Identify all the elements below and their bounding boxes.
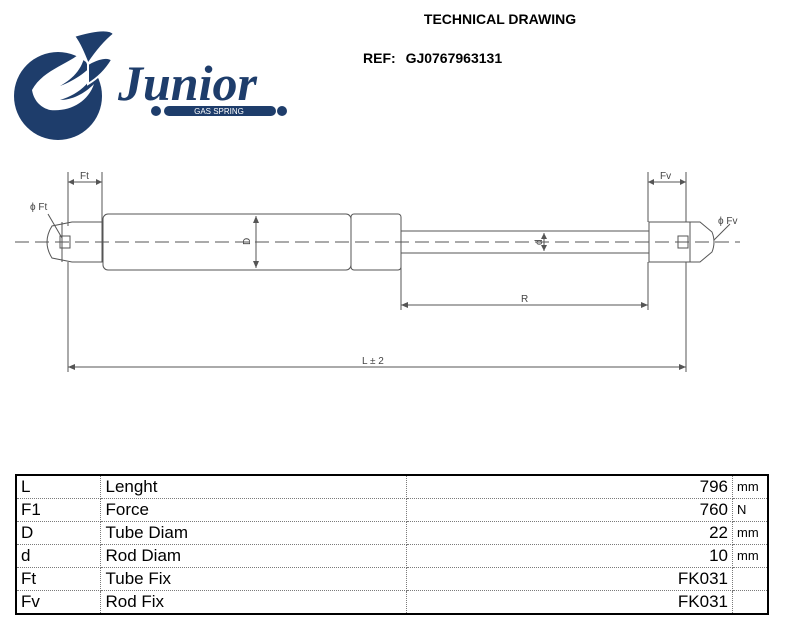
logo-rod-bar bbox=[164, 106, 276, 116]
tube-fitting-pin bbox=[59, 235, 71, 249]
spec-code: d bbox=[15, 544, 102, 568]
spec-value: 796 bbox=[405, 474, 734, 499]
phi-fv-label: ϕ Fv bbox=[718, 216, 738, 227]
spec-value: FK031 bbox=[405, 567, 734, 591]
spec-name: Rod Diam bbox=[100, 544, 407, 568]
reference: REF: GJ0767963131 bbox=[363, 50, 502, 66]
logo-tagline-text: GAS SPRING bbox=[194, 107, 244, 116]
phi-ft-label: ϕ Ft bbox=[30, 202, 47, 213]
spec-unit: N bbox=[732, 498, 769, 522]
spec-name: Tube Diam bbox=[100, 521, 407, 545]
spec-code: D bbox=[15, 521, 102, 545]
spec-unit bbox=[732, 590, 769, 615]
spec-name: Lenght bbox=[100, 474, 407, 499]
rod-diameter-label: d bbox=[534, 239, 545, 245]
spec-code: F1 bbox=[15, 498, 102, 522]
logo-brand-text: Junior bbox=[117, 55, 258, 111]
gas-spring-drawing: Ft Fv ϕ Ft ϕ Fv D d R L ± 2 bbox=[15, 171, 740, 372]
rod-end-fitting bbox=[648, 221, 715, 263]
spec-code: L bbox=[15, 474, 102, 499]
total-length-label: L ± 2 bbox=[362, 356, 384, 367]
logo-wing-feather bbox=[87, 56, 114, 86]
spec-name: Rod Fix bbox=[100, 590, 407, 615]
spec-unit: mm bbox=[732, 544, 769, 568]
junior-logo: Junior GAS SPRING bbox=[14, 29, 287, 140]
logo-rod-end bbox=[277, 106, 287, 116]
spec-code: Fv bbox=[15, 590, 102, 615]
spec-value: FK031 bbox=[405, 590, 734, 615]
spec-name: Tube Fix bbox=[100, 567, 407, 591]
logo-wing-feather bbox=[72, 29, 116, 67]
tube-diameter-label: D bbox=[242, 238, 253, 245]
spec-name: Force bbox=[100, 498, 407, 522]
rod-fitting-pin bbox=[677, 235, 689, 249]
spec-value: 10 bbox=[405, 544, 734, 568]
fv-top-label: Fv bbox=[660, 171, 671, 182]
logo-rod-end bbox=[151, 106, 161, 116]
spec-value: 760 bbox=[405, 498, 734, 522]
reference-label: REF: bbox=[363, 50, 396, 66]
spec-unit: mm bbox=[732, 521, 769, 545]
spec-value: 22 bbox=[405, 521, 734, 545]
spec-unit bbox=[732, 567, 769, 591]
page-title: TECHNICAL DRAWING bbox=[423, 11, 577, 27]
rod-length-label: R bbox=[521, 294, 528, 305]
ft-top-label: Ft bbox=[80, 171, 89, 182]
tube-end-fitting bbox=[46, 221, 103, 263]
logo-emblem-wing bbox=[32, 48, 98, 111]
spec-unit: mm bbox=[732, 474, 769, 499]
reference-value: GJ0767963131 bbox=[405, 50, 503, 66]
spec-code: Ft bbox=[15, 567, 102, 591]
